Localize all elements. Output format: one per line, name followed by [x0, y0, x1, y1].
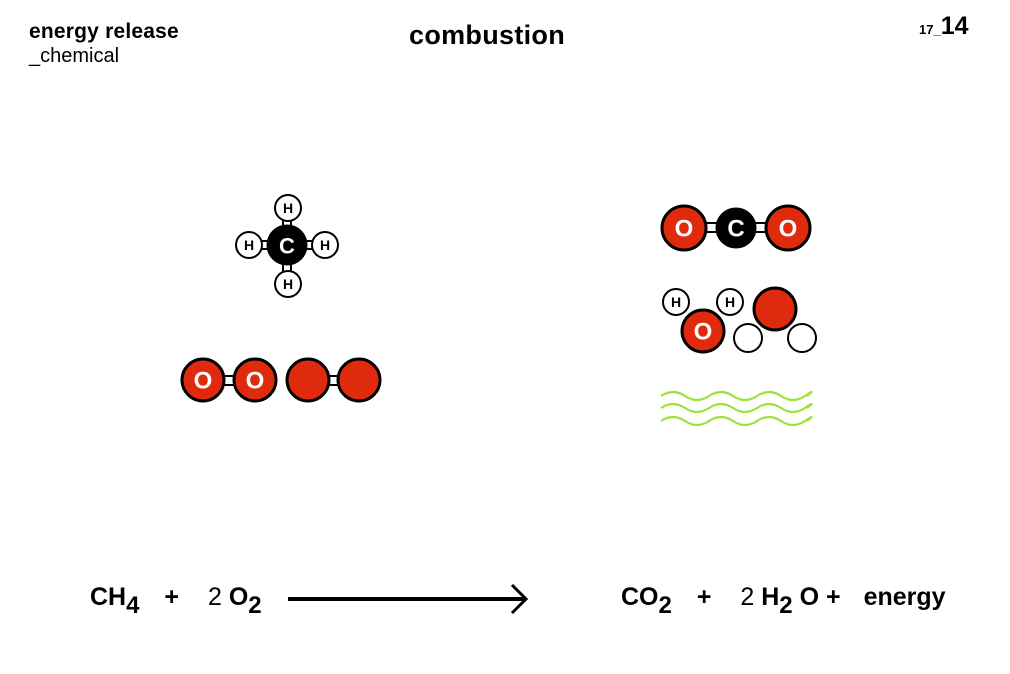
energy-wave [660, 390, 813, 402]
carbon-atom [266, 224, 308, 266]
hydrogen-atom [733, 323, 763, 353]
oxygen-atom [232, 357, 278, 403]
plus-sign: + [696, 583, 712, 611]
carbon-atom [715, 207, 757, 249]
hydrogen-atom [274, 194, 302, 222]
page-prefix: 17_ [919, 22, 941, 37]
atom-label: C [727, 216, 744, 243]
methane-molecule: H H H H C [235, 194, 339, 298]
oxygen-atom [180, 357, 226, 403]
oxygen-formula: 2 O2 [207, 583, 262, 619]
atom-label: C [279, 234, 295, 259]
header-left: energy release _chemical [29, 20, 179, 68]
subcategory-label: _chemical [29, 45, 120, 67]
oxygen-atom [764, 204, 812, 252]
energy-waves-icon [660, 390, 813, 427]
reaction-arrow-icon [288, 583, 529, 615]
atom-label: O [694, 319, 713, 346]
oxygen-atom [336, 357, 382, 403]
energy-wave [660, 415, 813, 427]
hydrogen-atom [787, 323, 817, 353]
equation-products: CO2 + 2 H2 O + energy [621, 583, 946, 619]
oxygen-atom [285, 357, 331, 403]
energy-wave [660, 402, 813, 414]
hydrogen-atom [274, 270, 302, 298]
hydrogen-atom [235, 231, 263, 259]
co2-formula: CO2 [621, 583, 672, 619]
energy-label: energy [863, 583, 946, 611]
methane-formula: CH4 [90, 583, 140, 619]
water-molecule-plain [733, 286, 817, 353]
atom-label: H [244, 237, 254, 253]
page-number-value: 14 [940, 12, 969, 40]
oxygen-atom [680, 308, 726, 354]
category-title: energy release [29, 20, 179, 43]
plus-sign: + [164, 583, 180, 611]
plus-sign: + [826, 583, 841, 611]
atom-label: H [320, 237, 330, 253]
atom-label: O [246, 368, 265, 395]
atom-label: O [779, 216, 798, 243]
oxygen-atom [660, 204, 708, 252]
atom-label: H [283, 276, 293, 292]
atom-label: H [283, 200, 293, 216]
oxygen-atom [752, 286, 798, 332]
water-molecule-labeled: H H O [662, 288, 744, 354]
equation-reactants: CH4 + 2 O2 [90, 583, 262, 619]
carbon-dioxide-molecule: O C O [660, 204, 812, 252]
page-number: 17_14 [919, 12, 969, 41]
atom-label: H [725, 294, 735, 310]
page-title: combustion [409, 20, 565, 50]
hydrogen-atom [716, 288, 744, 316]
oxygen-molecule-labeled: O O [180, 357, 278, 403]
water-formula: 2 H2 O [740, 583, 820, 619]
oxygen-molecule-plain [285, 357, 382, 403]
atom-label: O [675, 216, 694, 243]
atom-label: O [194, 368, 213, 395]
hydrogen-atom [311, 231, 339, 259]
hydrogen-atom [662, 288, 690, 316]
atom-label: H [671, 294, 681, 310]
